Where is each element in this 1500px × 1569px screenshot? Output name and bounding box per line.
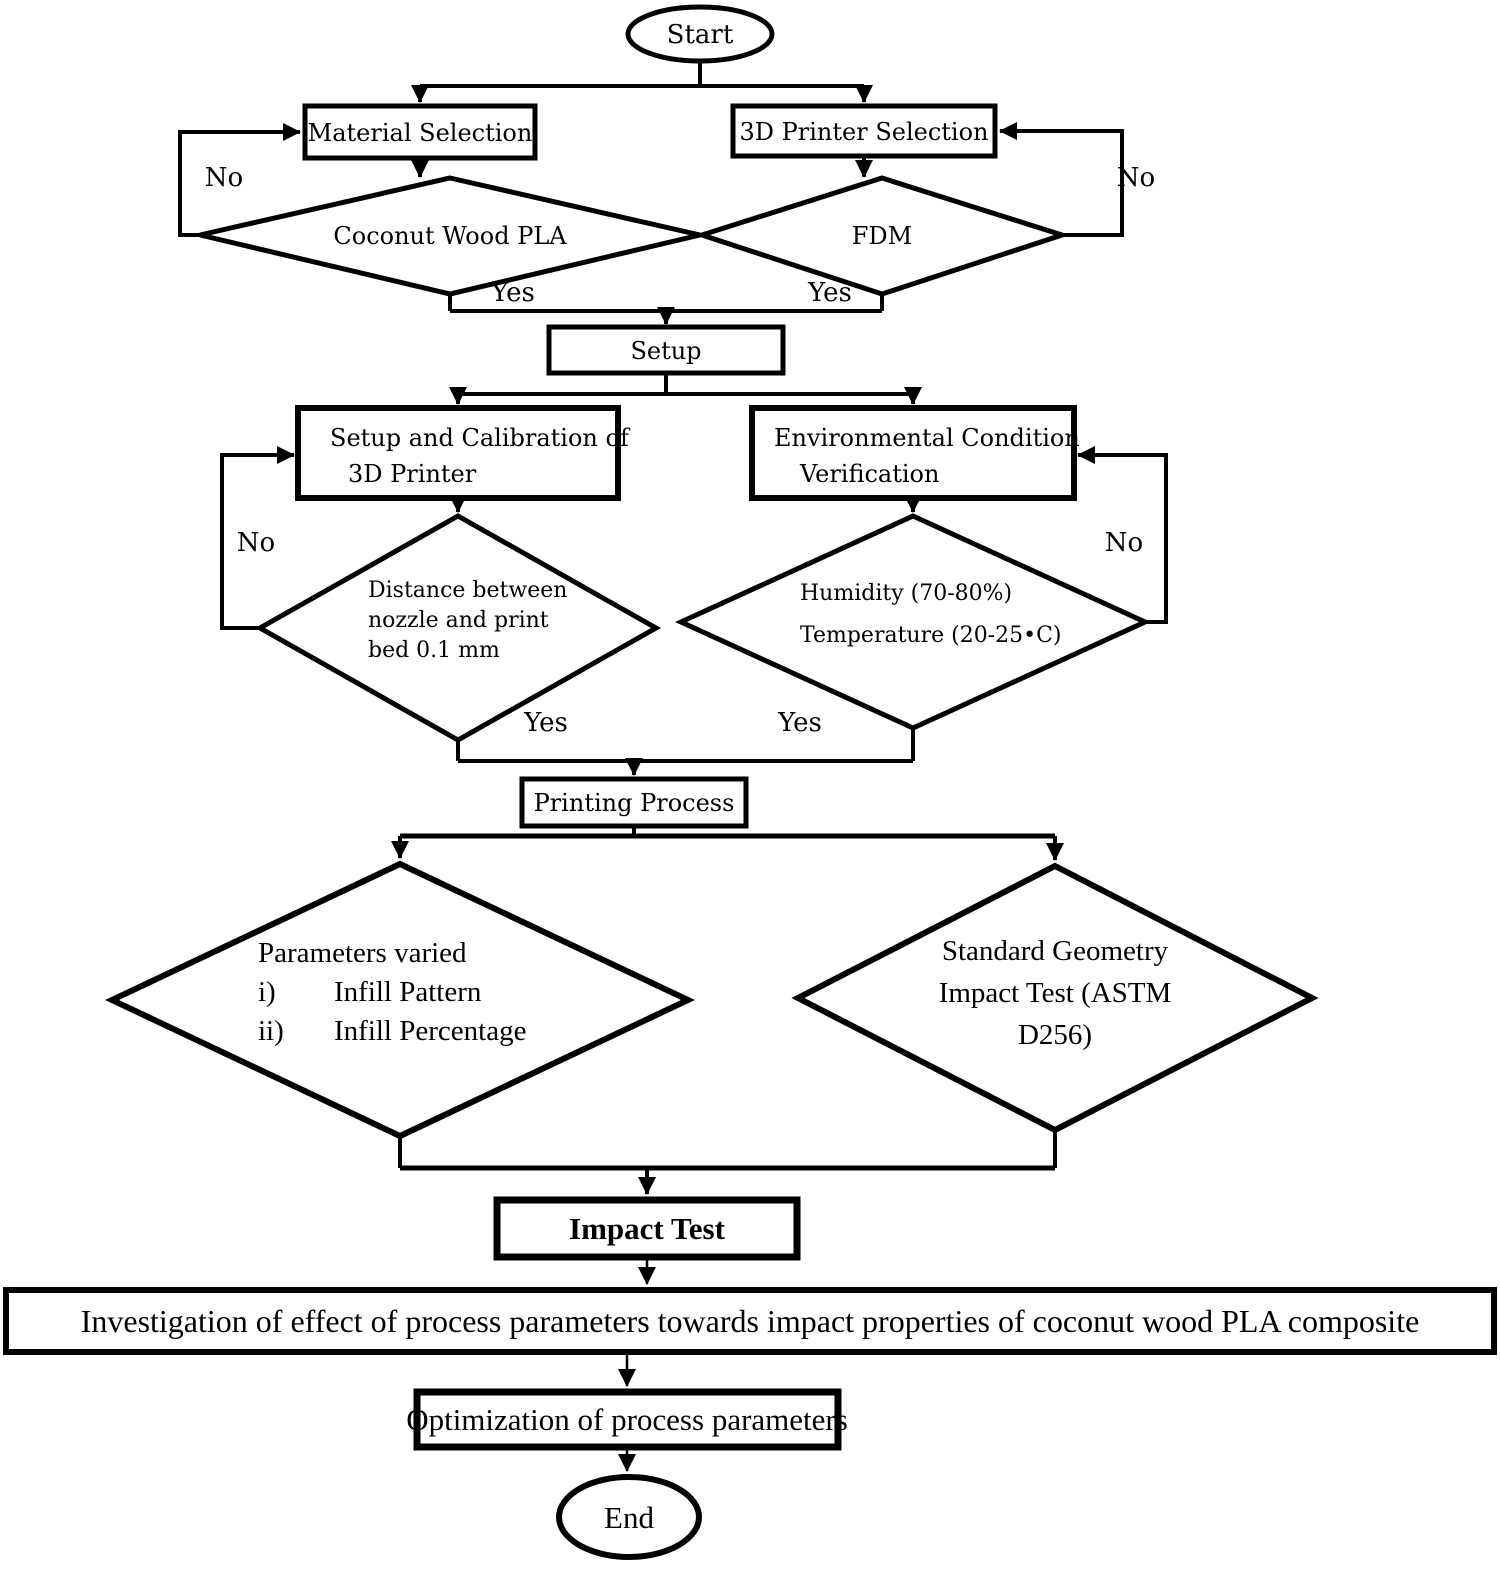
distance-decision-line2: nozzle and print <box>368 608 549 633</box>
printer-selection-box <box>730 103 998 159</box>
material-selection-label: Material Selection <box>308 119 533 147</box>
climate-decision-line2: Temperature (20-25•C) <box>800 623 1062 648</box>
distance-yes-label: Yes <box>523 708 568 738</box>
edge-material-no-loop <box>178 123 301 237</box>
printer-decision-label: FDM <box>852 222 912 250</box>
impact-test-label: Impact Test <box>569 1211 726 1246</box>
edge-printer-no-loop <box>999 122 1124 237</box>
printing-process-label: Printing Process <box>534 789 735 817</box>
impact-geometry-line2: Impact Test (ASTM <box>939 977 1172 1009</box>
environment-label-line2: Verification <box>799 460 939 488</box>
impact-geometry-decision-diamond <box>791 862 1319 1134</box>
distance-decision-line1: Distance between <box>368 578 567 603</box>
impact-geometry-line1: Standard Geometry <box>942 935 1169 967</box>
parameters-item2: Infill Percentage <box>334 1015 526 1047</box>
material-selection-box <box>302 103 538 161</box>
impact-test-box <box>493 1196 801 1261</box>
climate-yes-label: Yes <box>777 708 822 738</box>
investigation-label: Investigation of effect of process param… <box>81 1303 1420 1339</box>
edge-environment-no-loop <box>1077 446 1168 624</box>
parameters-item2-marker: ii) <box>258 1015 284 1047</box>
printing-process-box <box>519 776 749 829</box>
setup-box <box>546 324 786 376</box>
optimization-box <box>413 1388 842 1451</box>
material-no-label: No <box>205 163 243 193</box>
start-terminator <box>625 4 775 64</box>
end-label: End <box>604 1500 654 1535</box>
printer-no-label: No <box>1117 163 1155 193</box>
material-decision-label: Coconut Wood PLA <box>333 222 567 250</box>
optimization-label: Optimization of process parameters <box>406 1402 848 1437</box>
investigation-box <box>3 1287 1497 1355</box>
edge-calibration-no-loop <box>220 446 295 630</box>
climate-decision-line1: Humidity (70-80%) <box>800 581 1012 606</box>
environment-no-label: No <box>1105 528 1143 558</box>
parameters-heading: Parameters varied <box>258 937 467 969</box>
start-label: Start <box>667 20 734 50</box>
printer-yes-label: Yes <box>807 278 852 308</box>
calibration-label-line2: 3D Printer <box>348 460 477 488</box>
parameters-item1-marker: i) <box>258 976 276 1008</box>
parameters-decision-diamond <box>104 860 696 1140</box>
calibration-label-line1: Setup and Calibration of <box>330 424 631 452</box>
impact-geometry-line3: D256) <box>1018 1019 1092 1051</box>
environment-box <box>749 405 1077 501</box>
setup-label: Setup <box>630 337 701 365</box>
end-terminator <box>556 1474 702 1560</box>
climate-decision-diamond <box>674 513 1152 731</box>
printer-decision-diamond <box>693 175 1071 297</box>
calibration-no-label: No <box>237 528 275 558</box>
environment-label-line1: Environmental Condition <box>774 424 1080 452</box>
printer-selection-label: 3D Printer Selection <box>739 118 988 146</box>
distance-decision-line3: bed 0.1 mm <box>368 638 500 663</box>
material-decision-diamond <box>199 175 701 297</box>
parameters-item1: Infill Pattern <box>334 976 482 1008</box>
distance-decision-diamond <box>254 513 662 743</box>
material-yes-label: Yes <box>490 278 535 308</box>
calibration-box <box>295 405 621 501</box>
